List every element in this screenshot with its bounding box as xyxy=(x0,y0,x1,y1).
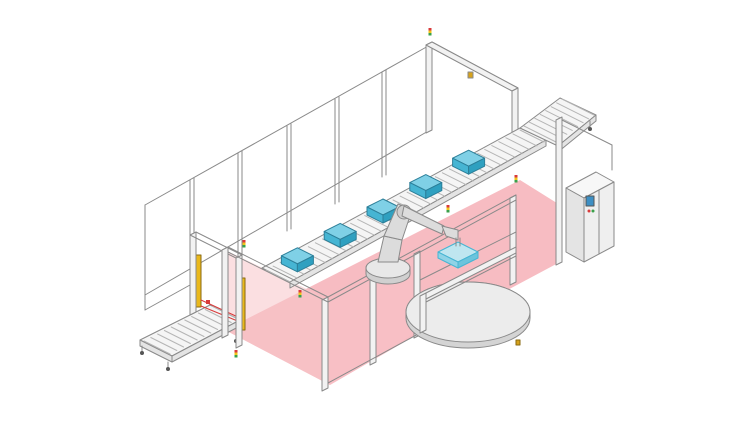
roller xyxy=(157,333,185,348)
blue-box xyxy=(366,198,400,224)
emergency-stop-icon xyxy=(587,209,591,213)
roller xyxy=(448,168,474,182)
roller xyxy=(350,222,376,236)
roller xyxy=(399,195,425,209)
back-fence-posts xyxy=(189,69,387,286)
roller xyxy=(519,129,545,143)
stack-light-icon xyxy=(234,350,238,358)
stack-light-icon xyxy=(428,28,432,36)
stack-lights xyxy=(234,28,518,358)
control-cabinet xyxy=(565,171,615,263)
stack-light-icon xyxy=(446,205,450,213)
sensor-icon xyxy=(467,71,474,79)
roller xyxy=(477,152,503,166)
roller xyxy=(434,176,460,190)
roller xyxy=(272,265,298,279)
roller xyxy=(484,148,510,162)
roller xyxy=(314,242,340,256)
roller xyxy=(364,215,390,229)
roller xyxy=(406,191,432,205)
start-button-icon xyxy=(591,209,595,213)
roller xyxy=(163,330,191,344)
stack-light-icon xyxy=(514,175,518,183)
rotary-turntable xyxy=(405,246,531,349)
conveyor-foot-icon xyxy=(166,367,170,371)
roller xyxy=(357,218,383,232)
roller xyxy=(307,246,333,260)
roller xyxy=(550,106,584,124)
roller xyxy=(512,133,538,147)
blue-box xyxy=(452,149,486,175)
stack-light-icon xyxy=(298,290,302,298)
stack-light-icon xyxy=(242,240,246,248)
overhead-gantry xyxy=(425,41,519,144)
roller xyxy=(505,137,531,151)
roller xyxy=(191,316,219,330)
sensor-icon xyxy=(515,339,521,346)
blue-box xyxy=(409,174,443,200)
roller xyxy=(441,172,467,186)
roller xyxy=(143,340,171,355)
roller xyxy=(523,125,557,143)
blue-box xyxy=(323,222,357,248)
roller xyxy=(561,98,595,116)
blue-boxes xyxy=(280,149,486,273)
roller xyxy=(556,102,590,120)
roller xyxy=(150,337,178,351)
infeed-conveyor-rollers xyxy=(143,305,239,355)
front-fence xyxy=(189,116,613,392)
roller xyxy=(197,312,225,327)
roller xyxy=(498,141,524,155)
pallet-load xyxy=(437,241,479,269)
hmi-screen-icon xyxy=(585,195,595,207)
roller xyxy=(177,323,205,337)
conveyor-foot-icon xyxy=(140,351,144,355)
roller xyxy=(170,326,198,341)
conveyor-foot-icon xyxy=(588,127,592,131)
industrial-robot-arm xyxy=(365,203,461,285)
roller xyxy=(491,145,517,159)
roller xyxy=(265,269,291,283)
blue-box xyxy=(280,247,314,273)
roller xyxy=(184,319,212,334)
